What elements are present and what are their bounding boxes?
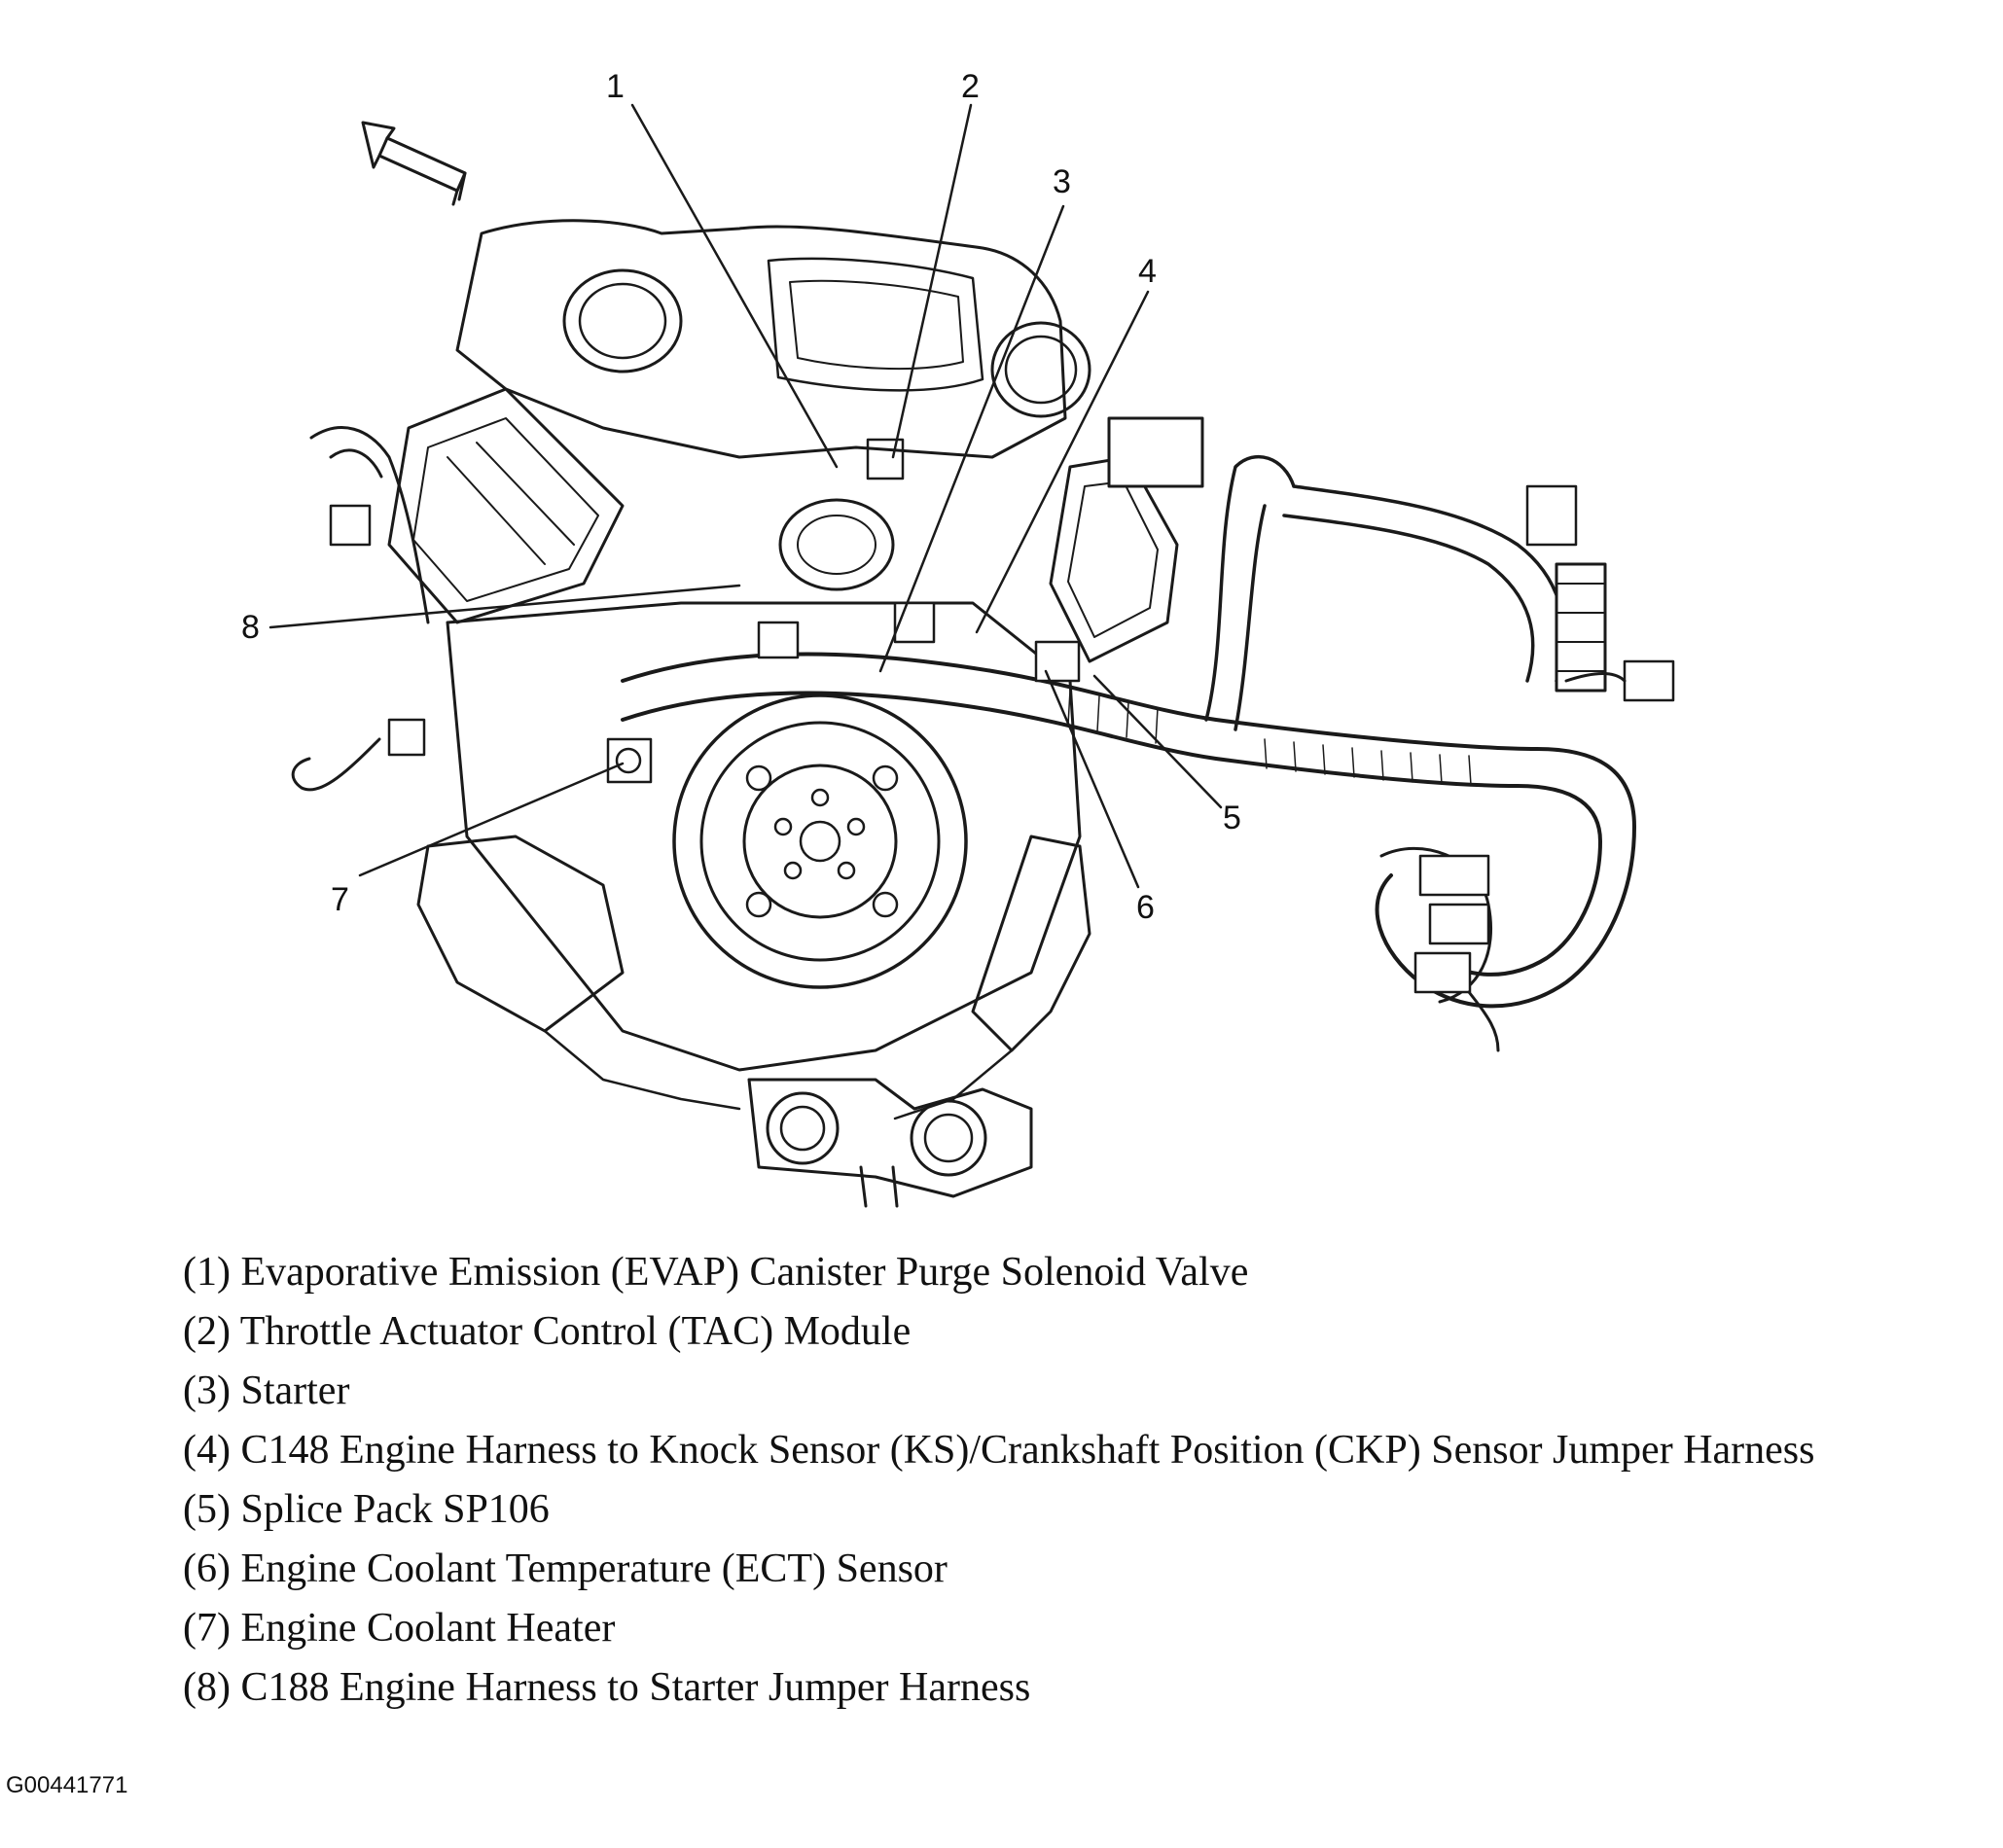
legend-item-2: (2) Throttle Actuator Control (TAC) Modu… (183, 1309, 912, 1354)
callout-number-6: 6 (1136, 889, 1155, 926)
leader-line-5 (1092, 674, 1223, 809)
legend-item-6: (6) Engine Coolant Temperature (ECT) Sen… (183, 1546, 948, 1591)
legend-item-7: (7) Engine Coolant Heater (183, 1606, 616, 1651)
legend-item-8: (8) C188 Engine Harness to Starter Jumpe… (183, 1665, 1031, 1710)
leader-line-4 (975, 290, 1150, 634)
callout-numbers: 1 2 3 4 5 6 7 8 (241, 68, 1241, 926)
legend-item-5: (5) Splice Pack SP106 (183, 1487, 550, 1532)
callout-number-4: 4 (1138, 253, 1157, 290)
leader-lines (268, 103, 1223, 889)
legend: (1) Evaporative Emission (EVAP) Canister… (183, 1243, 1992, 1718)
leader-line-2 (891, 103, 973, 459)
figure-id: G00441771 (6, 1772, 128, 1798)
leader-line-6 (1044, 669, 1140, 889)
leader-line-1 (630, 103, 839, 469)
callout-number-8: 8 (241, 609, 260, 646)
leader-line-3 (878, 204, 1065, 673)
callout-number-5: 5 (1223, 800, 1241, 836)
legend-item-3: (3) Starter (183, 1368, 350, 1413)
callout-number-7: 7 (331, 881, 349, 918)
direction-arrow-icon (361, 121, 467, 206)
callout-number-1: 1 (606, 68, 625, 105)
callout-number-2: 2 (961, 68, 980, 105)
engine-illustration (291, 219, 1675, 1208)
legend-item-4: (4) C148 Engine Harness to Knock Sensor … (183, 1428, 1815, 1473)
leader-line-7 (358, 762, 625, 877)
callout-number-3: 3 (1053, 163, 1071, 200)
leader-line-8 (268, 584, 741, 629)
legend-item-1: (1) Evaporative Emission (EVAP) Canister… (183, 1250, 1249, 1295)
